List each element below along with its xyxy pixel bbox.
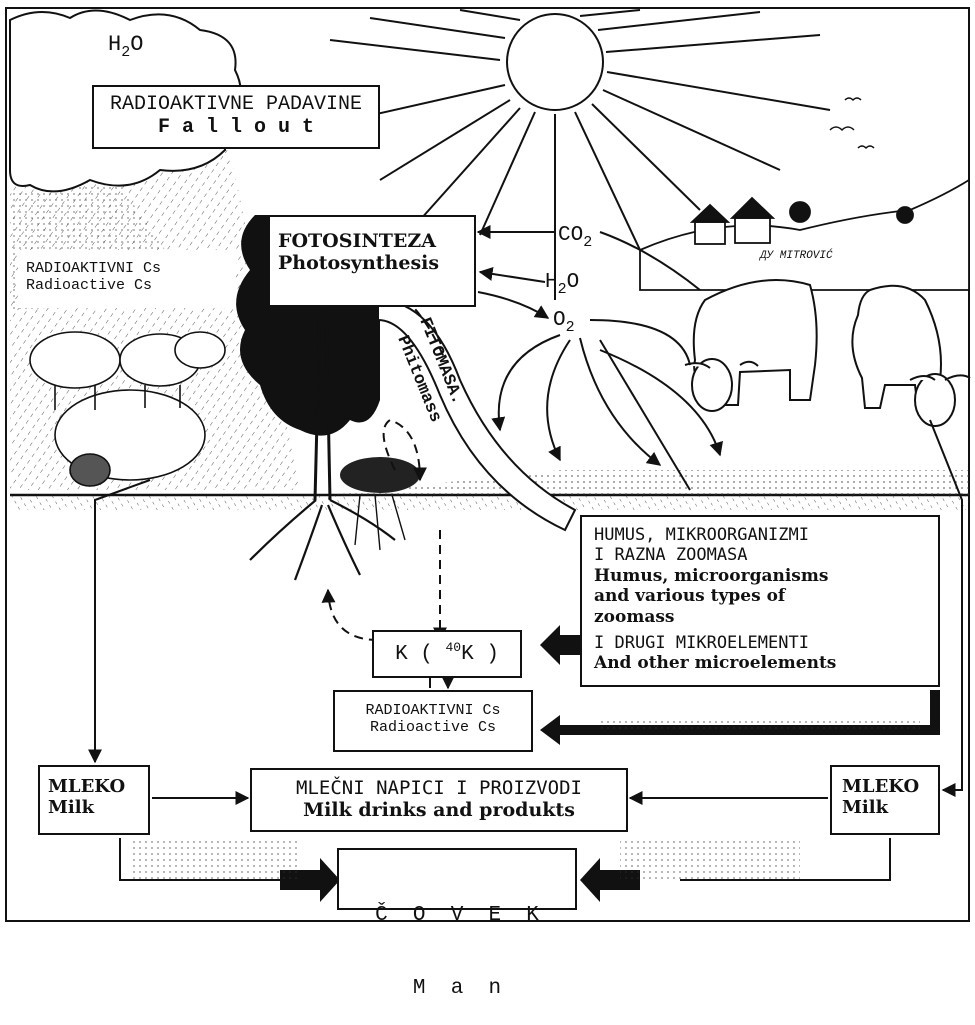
village-hills bbox=[639, 178, 970, 291]
photosynthesis-label-sr: FOTOSINTEZA bbox=[278, 230, 436, 252]
humus-box: HUMUS, MIKROORGANIZMI I RAZNA ZOOMASA Hu… bbox=[580, 515, 940, 687]
humus-label-3: Humus, microorganisms bbox=[594, 565, 829, 586]
grassland bbox=[10, 470, 969, 510]
milk-drinks-en: Milk drinks and produkts bbox=[303, 798, 575, 821]
photosynthesis-label-en: Photosynthesis bbox=[278, 251, 440, 274]
milk-box-left: MLEKO Milk bbox=[38, 765, 150, 835]
humus-label-4: and various types of bbox=[594, 586, 786, 607]
gas-arrows bbox=[476, 225, 723, 491]
fallout-label-en: F a l l o u t bbox=[157, 116, 315, 139]
milk-right-sr: MLEKO bbox=[842, 776, 920, 797]
humus-label-7: And other microelements bbox=[594, 653, 837, 674]
potassium-label-isotope: 40 bbox=[445, 640, 462, 655]
potassium-label-pre: K ( bbox=[395, 643, 446, 666]
h2o-label: H2O bbox=[545, 271, 579, 298]
cow-left bbox=[684, 279, 818, 412]
dotted-fills bbox=[130, 718, 920, 880]
tree bbox=[236, 215, 396, 581]
humus-label-1: HUMUS, MIKROORGANIZMI bbox=[594, 525, 809, 545]
humus-label-6: I DRUGI MIKROELEMENTI bbox=[594, 632, 809, 653]
cloud-h2o-label: H2O bbox=[108, 32, 143, 61]
radioactive-cs-left-en: Radioactive Cs bbox=[26, 277, 153, 295]
sheep-flock bbox=[29, 331, 226, 487]
birds bbox=[829, 97, 875, 150]
milk-drinks-sr: MLEČNI NAPICI I PROIZVODI bbox=[296, 777, 582, 799]
humus-label-2: I RAZNA ZOOMASA bbox=[594, 545, 748, 566]
artist-signature: ДУ MITROVIĆ bbox=[759, 248, 833, 262]
connectors bbox=[88, 419, 963, 881]
co2-label: CO2 bbox=[558, 224, 592, 251]
photosynthesis-box: FOTOSINTEZA Photosynthesis bbox=[268, 215, 476, 307]
sun bbox=[329, 9, 831, 300]
outer-frame bbox=[5, 7, 970, 922]
potassium-label-post: K ) bbox=[461, 643, 499, 666]
radioactive-cs-box-left: RADIOAKTIVNI Cs Radioactive Cs bbox=[18, 250, 236, 308]
radioactive-cs-bottom-en: Radioactive Cs bbox=[369, 719, 497, 737]
bush bbox=[340, 457, 420, 551]
radioactive-cs-box-bottom: RADIOAKTIVNI Cs Radioactive Cs bbox=[333, 690, 533, 752]
fallout-label-sr: RADIOAKTIVNE PADAVINE bbox=[109, 93, 363, 116]
o2-label: O2 bbox=[553, 309, 575, 336]
milk-box-right: MLEKO Milk bbox=[830, 765, 940, 835]
radioactive-cs-bottom-sr: RADIOAKTIVNI Cs bbox=[365, 702, 501, 719]
man-label-en: M a n bbox=[412, 976, 502, 1000]
cow-right bbox=[851, 284, 971, 427]
milk-right-en: Milk bbox=[842, 796, 889, 818]
humus-label-5: zoomass bbox=[594, 606, 675, 627]
fallout-box: RADIOAKTIVNE PADAVINE F a l l o u t bbox=[92, 85, 380, 149]
phytomass-band bbox=[377, 298, 577, 532]
radioactive-cs-left-sr: RADIOAKTIVNI Cs bbox=[26, 260, 162, 277]
potassium-box: K ( 40K ) bbox=[372, 630, 522, 678]
milk-left-sr: MLEKO bbox=[48, 776, 126, 797]
milk-drinks-box: MLEČNI NAPICI I PROIZVODI Milk drinks an… bbox=[250, 768, 628, 832]
heavy-arrows bbox=[280, 625, 940, 902]
milk-left-en: Milk bbox=[48, 796, 95, 818]
nutrient-dashed-arrows bbox=[299, 281, 447, 642]
man-box: Č O V E K M a n bbox=[337, 848, 577, 1000]
man-label-sr: Č O V E K bbox=[375, 904, 539, 928]
